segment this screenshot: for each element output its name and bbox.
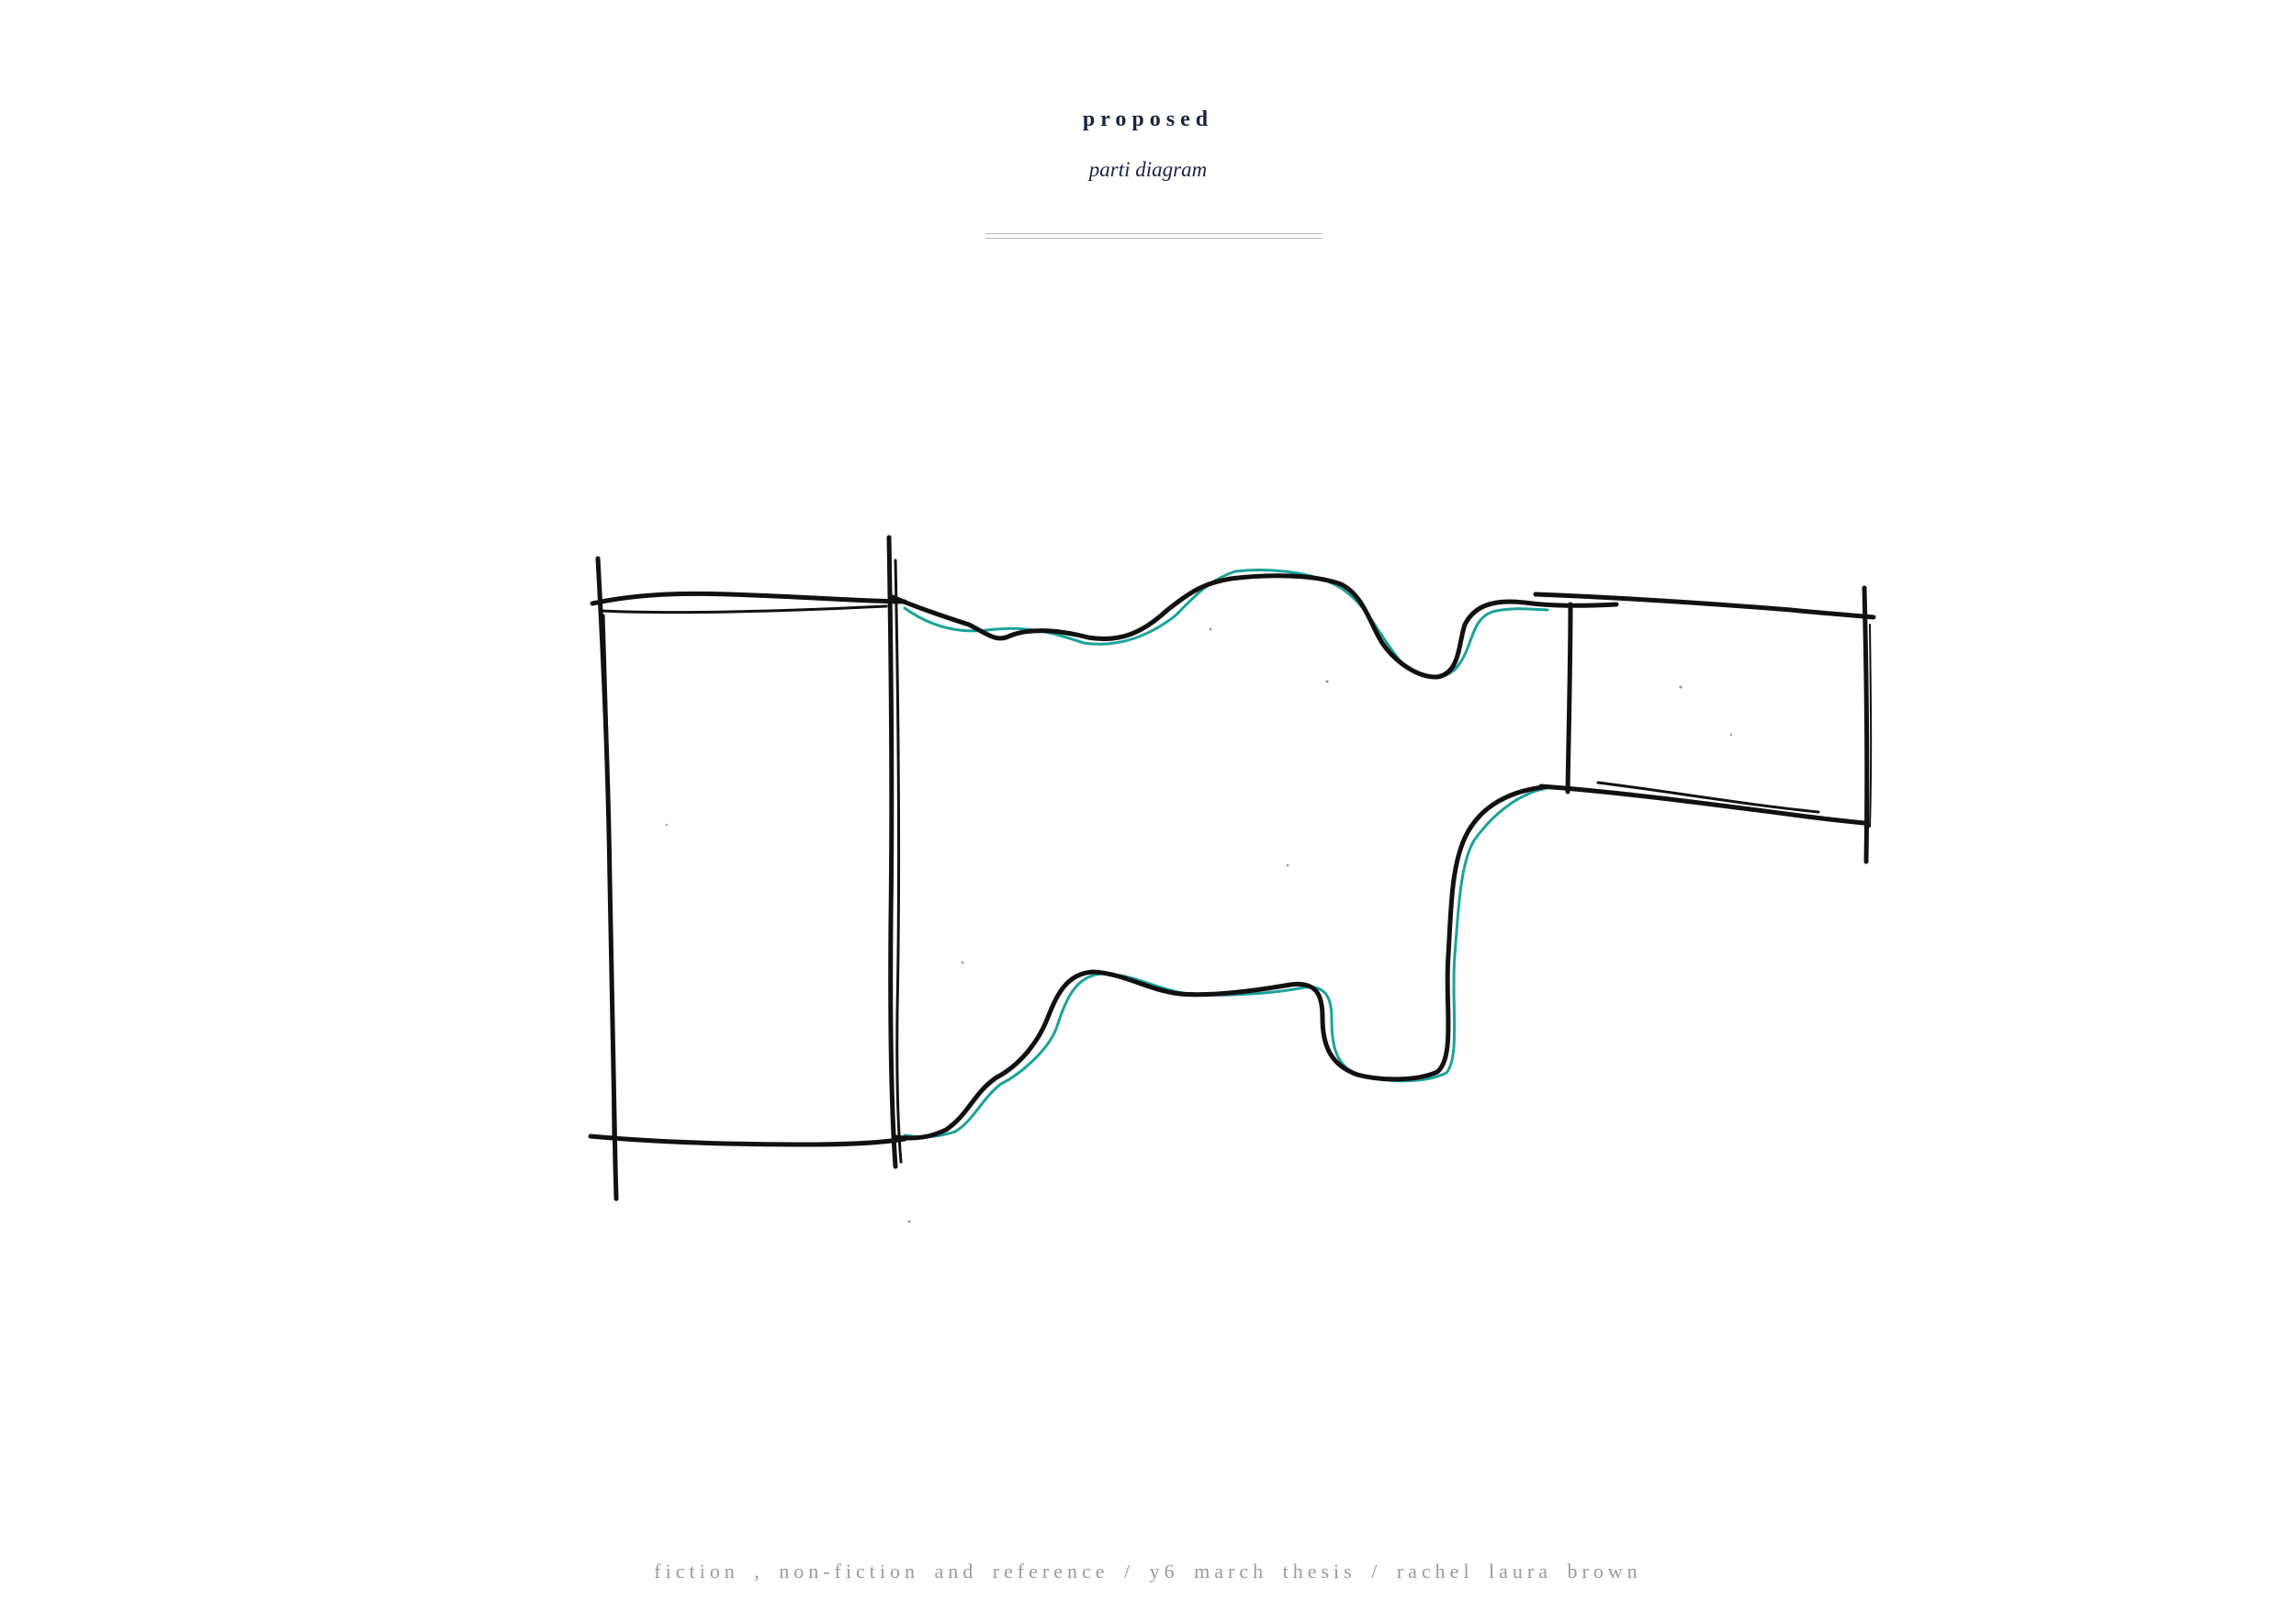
left-block-left-wall-double (602, 614, 615, 1141)
pencil-specks (665, 627, 1733, 1224)
right-block-top-wall (1533, 592, 1876, 620)
teal-offset-contour (903, 569, 1549, 1139)
page-header: proposed parti diagram (0, 101, 2296, 186)
right-block-bottom-wall (1538, 784, 1867, 826)
right-block-bottom-wall-double (1596, 781, 1820, 814)
page-subtitle: parti diagram (1088, 158, 1208, 181)
page-title: proposed (1082, 107, 1214, 131)
left-block-top-wall (590, 591, 907, 606)
organic-bottom-contour (893, 784, 1546, 1141)
right-block-left-wall (1565, 602, 1573, 795)
left-block-top-double (600, 604, 888, 615)
page-footer: fiction , non-fiction and reference / y6… (654, 1560, 1642, 1583)
left-block-bottom-wall (588, 1133, 907, 1147)
left-block-right-wall-double (894, 558, 903, 1164)
teal-top-contour (903, 569, 1549, 679)
teal-bottom-contour (903, 786, 1549, 1139)
right-block-right-wall (1862, 585, 1870, 864)
title-divider (985, 233, 1322, 239)
organic-top-contour (890, 573, 1619, 680)
black-ink-outlines (588, 535, 1876, 1201)
right-block-right-wall-double (1869, 624, 1873, 828)
left-block-right-wall (886, 535, 898, 1169)
